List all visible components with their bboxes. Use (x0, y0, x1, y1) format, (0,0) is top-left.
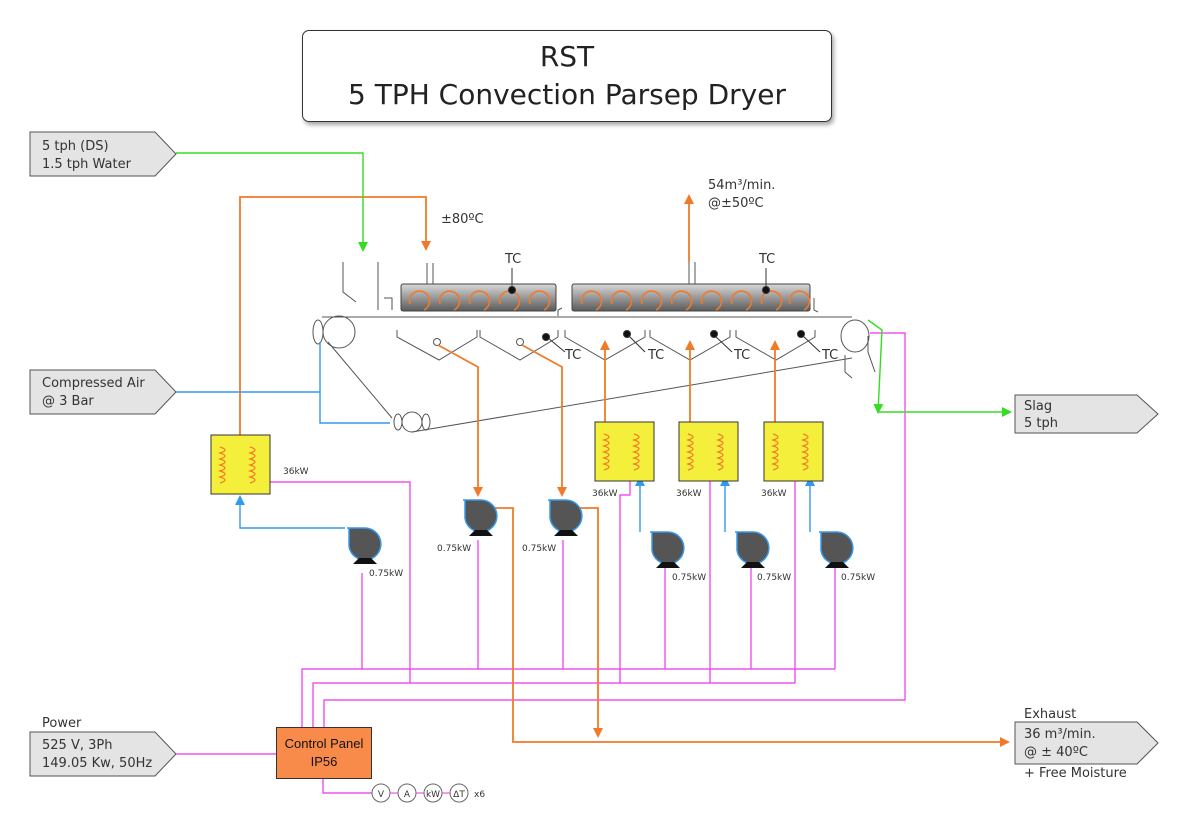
compressed-air-input-tag: Compressed Air @ 3 Bar (29, 369, 177, 415)
fan-rating: 0.75kW (672, 573, 706, 583)
feed-line1: 5 tph (DS) (42, 139, 109, 154)
exhaust-output-tag: Exhaust 36 m³/min. @ ± 40ºC + Free Moist… (1014, 707, 1159, 781)
blower-fan-3: 0.75kW (522, 499, 583, 554)
heater-2: 36kW (592, 421, 655, 499)
fan-rating: 0.75kW (757, 573, 791, 583)
hood-spouts (426, 262, 819, 316)
meter-delta-t: ΔT (453, 790, 465, 800)
fan-rating: 0.75kW (437, 544, 471, 554)
exhaust-caption: Exhaust (1024, 707, 1076, 722)
fan-rating: 0.75kW (369, 569, 403, 579)
feed-input-tag: 5 tph (DS) 1.5 tph Water (29, 131, 177, 177)
meter-volts: V (378, 790, 385, 800)
tc-label-6: TC (821, 348, 838, 363)
blower-fan-2: 0.75kW (437, 499, 498, 554)
thermocouples (508, 268, 821, 353)
blower-fan-6: 0.75kW (819, 531, 875, 583)
heater-1: 36kW (210, 434, 309, 495)
blower-fan-4: 0.75kW (650, 531, 706, 583)
inlet-temp-label: ±80ºC (441, 212, 484, 227)
control-panel: Control Panel IP56 (276, 727, 372, 779)
power-input-tag: Power 525 V, 3Ph 149.05 Kw, 50Hz (29, 716, 177, 777)
feed-flow-line (176, 152, 1012, 417)
hood-zone-1 (400, 283, 557, 312)
blower-fan-5: 0.75kW (735, 531, 791, 583)
exhaust-line1: 36 m³/min. (1024, 727, 1096, 742)
control-panel-line2: IP56 (310, 754, 338, 769)
tc-label-2: TC (758, 252, 775, 267)
power-line1: 525 V, 3Ph (42, 738, 112, 753)
meter-count: x6 (474, 790, 485, 800)
meter-row: V A kW ΔT x6 (371, 783, 485, 803)
tc-label-1: TC (504, 252, 521, 267)
heater-4: 36kW (761, 421, 824, 499)
blower-fan-1: 0.75kW (347, 527, 403, 579)
air-line2: @ 3 Bar (42, 394, 94, 409)
power-wiring (176, 332, 906, 794)
heater-rating: 36kW (592, 489, 618, 499)
tc-label-4: TC (647, 348, 664, 363)
heater-rating: 36kW (283, 467, 309, 477)
outlet-flow-label: 54m³/min. (708, 178, 775, 193)
title-line1: RST (539, 40, 595, 73)
slag-output-tag: Slag 5 tph (1014, 394, 1159, 434)
heater-3: 36kW (676, 421, 739, 499)
compressed-air-line (176, 342, 815, 532)
meter-kw: kW (426, 790, 440, 800)
title-line2: 5 TPH Convection Parsep Dryer (348, 78, 786, 111)
title-box: RST 5 TPH Convection Parsep Dryer (302, 30, 832, 122)
meter-amps: A (404, 790, 411, 800)
slag-line1: Slag (1024, 399, 1052, 414)
heater-rating: 36kW (676, 489, 702, 499)
slag-line2: 5 tph (1024, 416, 1058, 431)
tc-label-5: TC (733, 348, 750, 363)
dryer-body (312, 262, 876, 433)
fan-rating: 0.75kW (841, 573, 875, 583)
feed-line2: 1.5 tph Water (42, 157, 132, 172)
hot-air-ducts (239, 194, 1010, 747)
exhaust-note: + Free Moisture (1024, 766, 1127, 781)
outlet-temp-label: @±50ºC (708, 196, 764, 211)
control-panel-line1: Control Panel (284, 736, 364, 751)
exhaust-line2: @ ± 40ºC (1024, 745, 1088, 760)
hood-airflow-swirls (408, 290, 811, 311)
air-line1: Compressed Air (42, 376, 145, 391)
tc-label-3: TC (564, 348, 581, 363)
power-line2: 149.05 Kw, 50Hz (42, 756, 152, 771)
fan-rating: 0.75kW (522, 544, 556, 554)
power-caption: Power (42, 716, 82, 731)
heater-rating: 36kW (761, 489, 787, 499)
